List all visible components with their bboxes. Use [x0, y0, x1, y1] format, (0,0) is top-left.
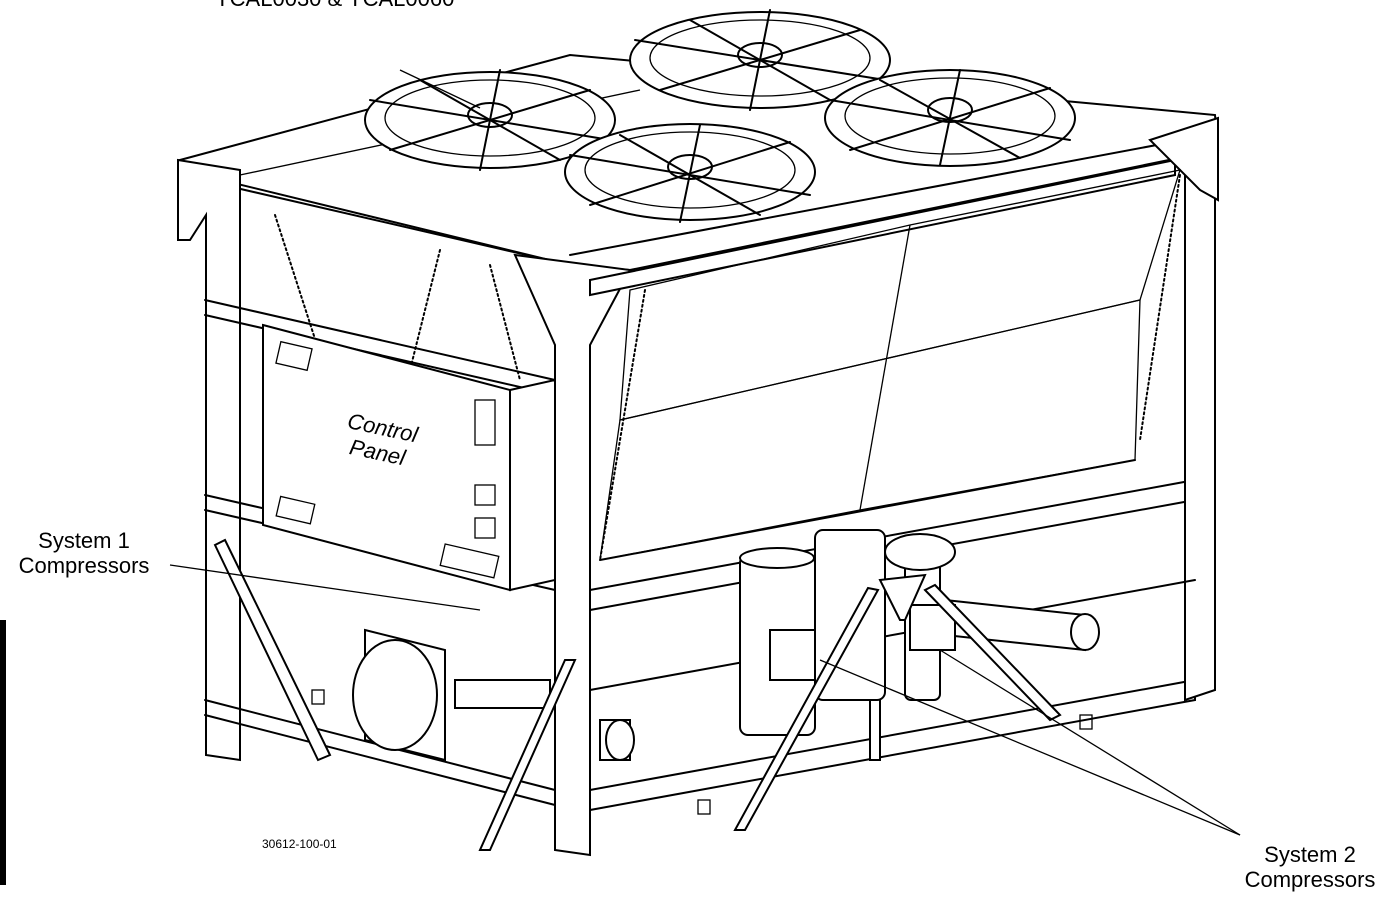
leader-lines: [169, 69, 1241, 836]
model-label: YCAL0030 & YCAL0060: [215, 0, 454, 11]
system1-line1: System 1: [38, 528, 130, 553]
condenser-fan-2: [629, 9, 891, 111]
page-edge-bar: [0, 620, 6, 885]
control-panel-box: [262, 323, 556, 592]
system1-label: System 1 Compressors: [0, 528, 168, 579]
compressors: [739, 529, 956, 736]
system2-line1: System 2: [1264, 842, 1356, 867]
condenser-coil: [599, 169, 1181, 561]
condenser-fan-1: [364, 69, 616, 171]
condenser-fan-4: [564, 123, 816, 223]
system1-line2: Compressors: [18, 553, 150, 579]
braces: [213, 538, 1062, 851]
system2-label: System 2 Compressors: [1225, 842, 1395, 893]
drawing-number: 30612-100-01: [262, 837, 337, 851]
system2-line2: Compressors: [1244, 867, 1376, 893]
condenser-fan-3: [824, 69, 1076, 167]
